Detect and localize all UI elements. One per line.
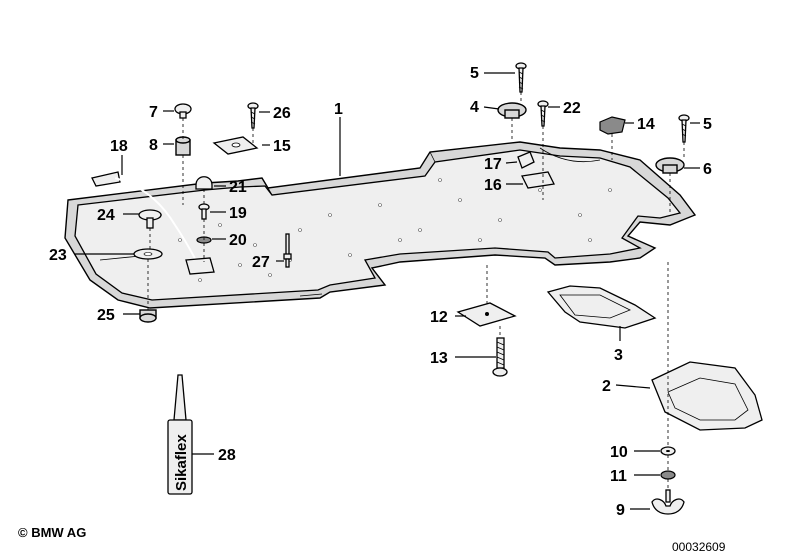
assembly-connector-lines: [147, 92, 685, 490]
callout-1: 1: [334, 101, 343, 118]
callout-28: 28: [218, 447, 236, 464]
callout-5-top: 5: [470, 65, 479, 82]
copyright-notice: © BMW AG: [18, 525, 87, 540]
screw-26-and-pad-15: [212, 102, 259, 155]
underbody-panel: [64, 141, 697, 309]
callout-11: 11: [610, 468, 627, 485]
mounting-plate: [456, 302, 517, 327]
strap: [91, 171, 215, 275]
screw-13: [492, 337, 508, 377]
callout-2: 2: [602, 378, 611, 395]
callout-24: 24: [97, 207, 115, 224]
callout-15: 15: [273, 138, 291, 155]
callout-7: 7: [149, 104, 158, 121]
callout-18: 18: [110, 138, 128, 155]
pin-27: [283, 233, 292, 268]
callout-13: 13: [430, 350, 448, 367]
document-number: 00032609: [672, 540, 726, 554]
plug-4: [497, 102, 527, 119]
washers-and-wing-screw: [651, 446, 685, 515]
cap-and-spacer: [174, 103, 192, 156]
clip-bolt-washer: [195, 176, 213, 244]
small-shield: [546, 285, 657, 329]
callout-4: 4: [470, 99, 479, 116]
callout-3: 3: [614, 347, 623, 364]
leader-lines: [75, 72, 700, 510]
tube-label-text: Sikaflex: [173, 434, 190, 491]
screw-5-right: [678, 114, 690, 143]
callout-12: 12: [430, 309, 448, 326]
callout-27: 27: [252, 254, 270, 271]
screw-22: [537, 100, 549, 127]
callout-14: 14: [637, 116, 655, 133]
callout-8: 8: [149, 137, 158, 154]
callout-10: 10: [610, 444, 628, 461]
callout-25: 25: [97, 307, 115, 324]
callout-22: 22: [563, 100, 581, 117]
callout-20: 20: [229, 232, 247, 249]
callout-23: 23: [49, 247, 67, 264]
callout-labels: 1 2 3 4 5 5 6 7 8 9 10 11 12 13 14 15 16…: [49, 65, 712, 519]
callout-21: 21: [229, 179, 247, 196]
plug-6: [655, 157, 685, 174]
large-shield: [651, 361, 763, 431]
brackets: [517, 151, 555, 189]
callout-9: 9: [616, 502, 625, 519]
callout-17: 17: [484, 156, 502, 173]
callout-16: 16: [484, 177, 502, 194]
callout-26: 26: [273, 105, 291, 122]
callout-6: 6: [703, 161, 712, 178]
callout-5-right: 5: [703, 116, 712, 133]
wing-nut-14: [599, 116, 626, 135]
screw-5-top: [515, 62, 527, 93]
callout-19: 19: [229, 205, 247, 222]
bolt-washer-foot: [133, 209, 163, 323]
sikaflex-tube: Sikaflex: [167, 374, 193, 495]
